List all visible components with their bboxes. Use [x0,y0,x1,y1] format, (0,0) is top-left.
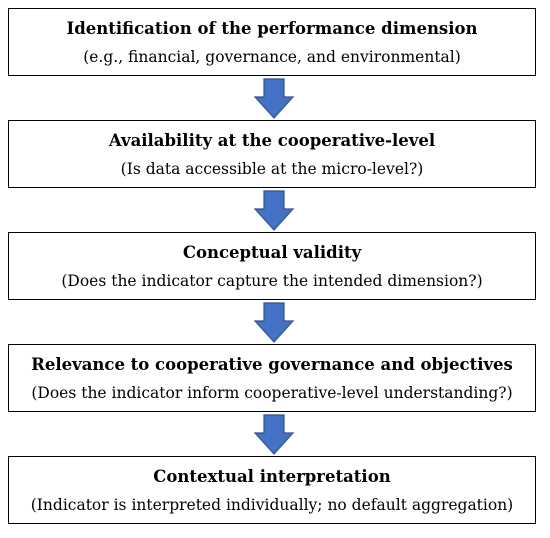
step-box-relevance: Relevance to cooperative governance and … [8,344,536,412]
step-box-contextual-interpretation: Contextual interpretation (Indicator is … [8,456,536,524]
step-title: Identification of the performance dimens… [66,19,478,38]
down-arrow-icon [253,414,295,456]
step-box-conceptual-validity: Conceptual validity (Does the indicator … [8,232,536,300]
down-arrow-icon [253,78,295,120]
step-subtitle: (Indicator is interpreted individually; … [30,496,514,514]
step-title: Availability at the cooperative-level [108,131,436,150]
step-box-identification: Identification of the performance dimens… [8,8,536,76]
down-arrow-icon [253,302,295,344]
step-subtitle: (Is data accessible at the micro-level?) [120,160,424,178]
step-title: Relevance to cooperative governance and … [31,355,513,374]
step-subtitle: (Does the indicator capture the intended… [61,272,483,290]
step-title: Conceptual validity [182,243,362,262]
down-arrow-icon [253,190,295,232]
step-subtitle: (e.g., financial, governance, and enviro… [83,48,461,66]
step-title: Contextual interpretation [153,467,391,486]
step-subtitle: (Does the indicator inform cooperative-l… [31,384,513,402]
step-box-availability: Availability at the cooperative-level (I… [8,120,536,188]
